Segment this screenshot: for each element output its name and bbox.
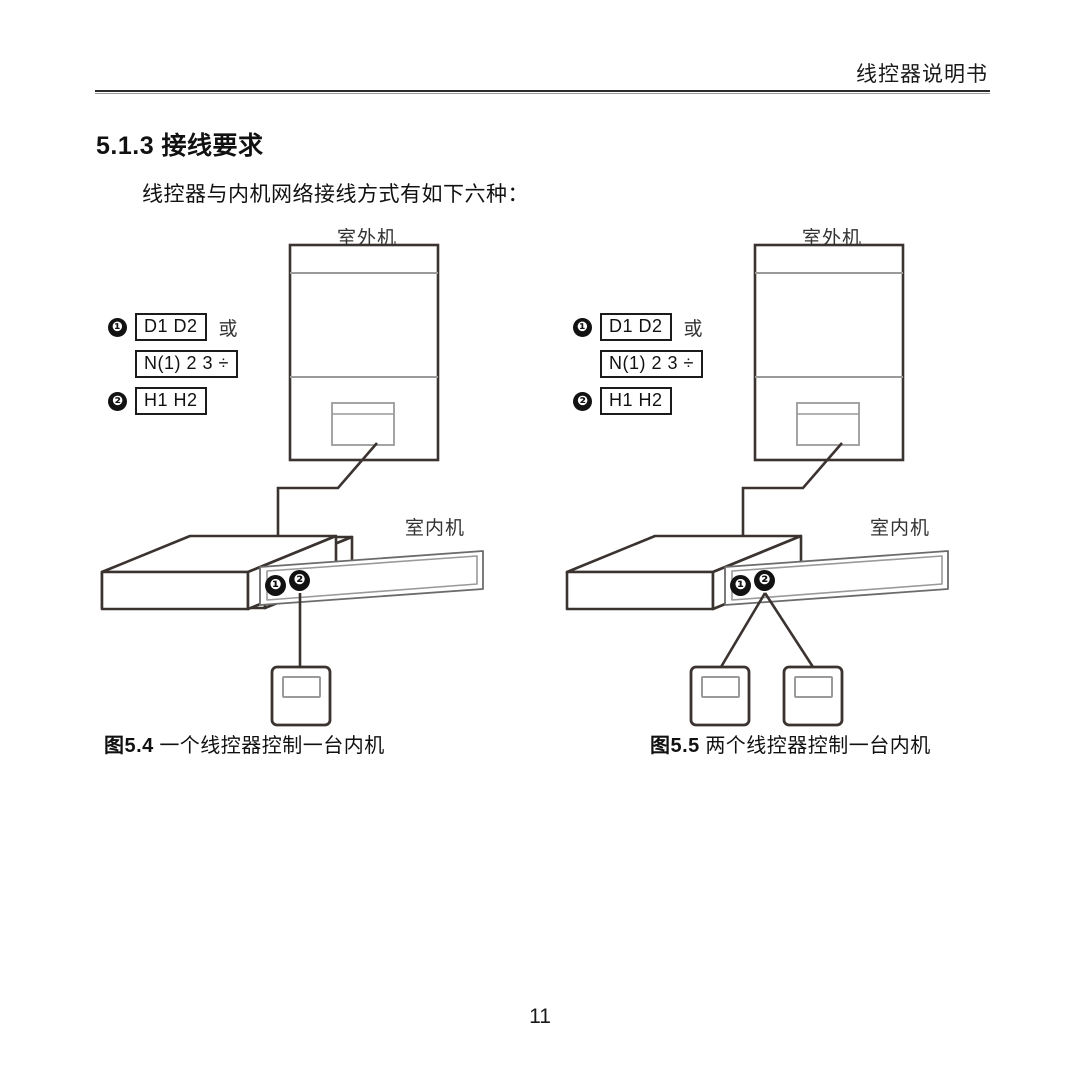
indoor-unit-label: 室内机 <box>870 518 931 539</box>
bullet-two-icon: ❷ <box>573 391 592 411</box>
legend-bullet-placeholder <box>108 355 127 374</box>
figure-5-5-artwork <box>565 243 949 727</box>
marker-one-indoor: ❶ <box>730 575 751 596</box>
legend-or-text: 或 <box>683 318 703 340</box>
figure-5-5-diagram: 室外机 室内机 ❶ D1 D2 或 N(1) 2 3 ÷ ❷ H1 H2 ❶ ❷ <box>555 215 1055 727</box>
figure-5-4-caption: 图5.4 一个线控器控制一台内机 <box>104 729 385 758</box>
section-heading: 5.1.3 接线要求 <box>96 132 264 160</box>
figure-5-4-number: 图5.4 <box>104 735 154 757</box>
bullet-two-icon: ❷ <box>108 391 127 411</box>
indoor-unit-vent-left <box>259 550 484 606</box>
outdoor-unit-label: 室外机 <box>337 228 398 249</box>
terminal-n1-2-3: N(1) 2 3 ÷ <box>135 350 238 378</box>
terminal-h1-h2: H1 H2 <box>600 387 672 415</box>
terminal-h1-h2: H1 H2 <box>135 387 207 415</box>
outdoor-unit-label: 室外机 <box>802 228 863 249</box>
header-divider-rule <box>95 90 990 94</box>
figure-5-5-number: 图5.5 <box>650 735 700 757</box>
figure-5-4-artwork <box>100 243 484 727</box>
terminal-legend: ❶ D1 D2 或 N(1) 2 3 ÷ ❷ H1 H2 <box>108 311 238 422</box>
terminal-d1-d2: D1 D2 <box>600 313 672 341</box>
legend-row-2: N(1) 2 3 ÷ <box>108 348 238 380</box>
indoor-unit-vent-right <box>724 550 949 606</box>
legend-row-3: ❷ H1 H2 <box>108 385 238 417</box>
outdoor-unit-left <box>288 243 440 462</box>
figure-5-5-caption-text: 两个线控器控制一台内机 <box>705 735 931 757</box>
legend-bullet-placeholder <box>573 355 592 374</box>
legend-row-1: ❶ D1 D2 或 <box>573 311 703 343</box>
wired-controller-b-right <box>782 665 844 727</box>
figure-5-4-diagram: 室外机 室内机 ❶ D1 D2 或 N(1) 2 3 ÷ ❷ H1 H2 ❶ ❷ <box>90 215 590 727</box>
figure-5-4-caption-text: 一个线控器控制一台内机 <box>159 735 385 757</box>
page-number: 11 <box>529 1005 551 1028</box>
marker-one-indoor: ❶ <box>265 575 286 596</box>
terminal-legend: ❶ D1 D2 或 N(1) 2 3 ÷ ❷ H1 H2 <box>573 311 703 422</box>
wire-outdoor-to-indoor-left <box>276 442 378 575</box>
wired-controller-left <box>270 665 332 727</box>
section-intro-text: 线控器与内机网络接线方式有如下六种： <box>142 182 529 206</box>
wire-branch-left-right <box>719 592 767 668</box>
figure-5-5-caption: 图5.5 两个线控器控制一台内机 <box>650 729 931 758</box>
bullet-one-icon: ❶ <box>573 317 592 337</box>
terminal-d1-d2: D1 D2 <box>135 313 207 341</box>
indoor-unit-label: 室内机 <box>405 518 466 539</box>
legend-row-3: ❷ H1 H2 <box>573 385 703 417</box>
bullet-one-icon: ❶ <box>108 317 127 337</box>
page-header-title: 线控器说明书 <box>856 62 988 86</box>
legend-or-text: 或 <box>218 318 238 340</box>
terminal-n1-2-3: N(1) 2 3 ÷ <box>600 350 703 378</box>
marker-two-indoor: ❷ <box>289 570 310 591</box>
wire-outdoor-to-indoor-right <box>741 442 843 575</box>
legend-row-1: ❶ D1 D2 或 <box>108 311 238 343</box>
outdoor-unit-right <box>753 243 905 462</box>
legend-row-2: N(1) 2 3 ÷ <box>573 348 703 380</box>
wire-branch-right-right <box>763 592 815 668</box>
wired-controller-a-right <box>689 665 751 727</box>
marker-two-indoor: ❷ <box>754 570 775 591</box>
